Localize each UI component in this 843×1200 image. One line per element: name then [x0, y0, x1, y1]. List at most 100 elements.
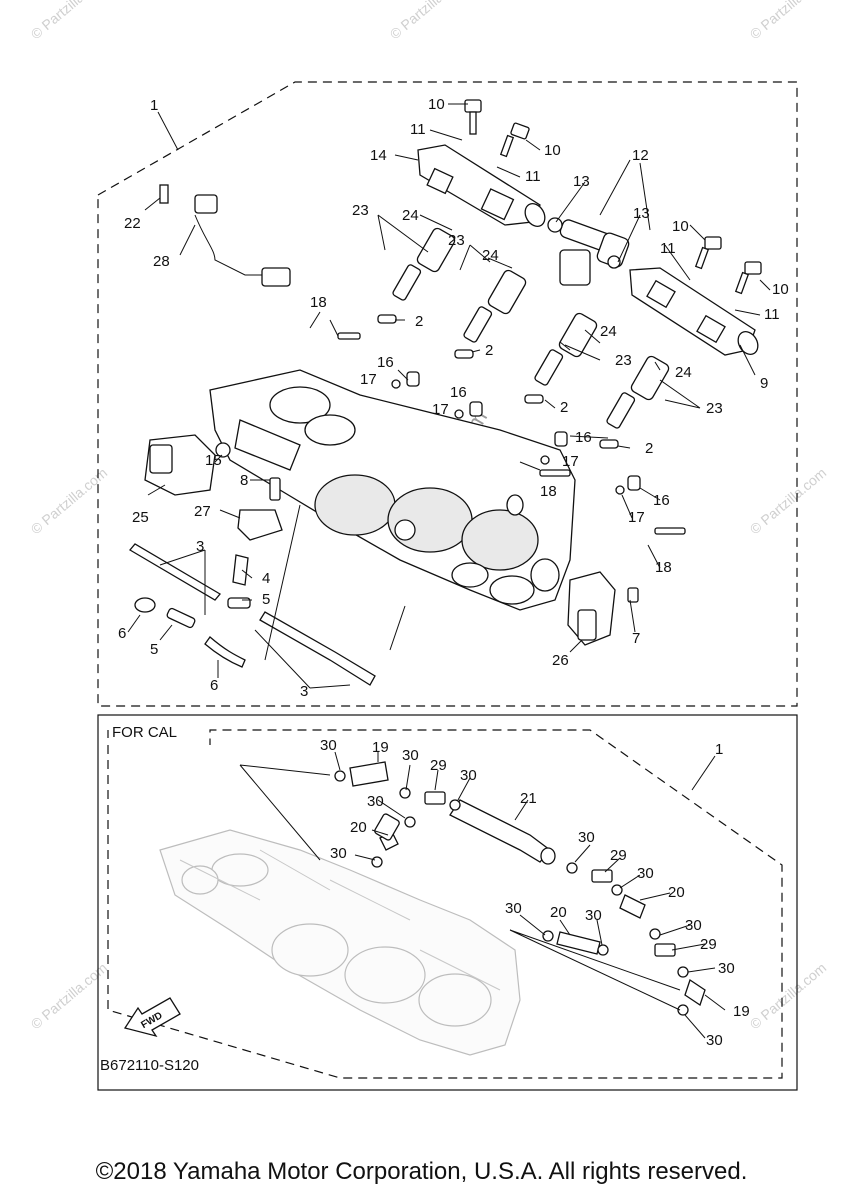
- callout-23: 23: [706, 400, 723, 417]
- throttle-body-ghost: [159, 829, 521, 1056]
- for-cal-label: FOR CAL: [112, 724, 177, 741]
- breather-hoses: [334, 761, 706, 1016]
- callout-30: 30: [578, 829, 595, 846]
- callout-27: 27: [194, 503, 211, 520]
- callout-2: 2: [485, 342, 493, 359]
- callout-19: 19: [733, 1003, 750, 1020]
- callout-9: 9: [760, 375, 768, 392]
- callout-20: 20: [350, 819, 367, 836]
- bolt: [734, 261, 762, 295]
- bolt: [694, 236, 722, 270]
- callout-24: 24: [482, 247, 499, 264]
- callout-10: 10: [772, 281, 789, 298]
- callout-30: 30: [330, 845, 347, 862]
- callout-2: 2: [645, 440, 653, 457]
- callout-10: 10: [428, 96, 445, 113]
- callout-5: 5: [150, 641, 158, 658]
- throttle-sensor-right: [567, 571, 616, 646]
- callout-30: 30: [367, 793, 384, 810]
- callout-3: 3: [196, 538, 204, 555]
- callout-30: 30: [320, 737, 337, 754]
- callout-4: 4: [262, 570, 270, 587]
- callout-10: 10: [672, 218, 689, 235]
- callout-17: 17: [432, 401, 449, 418]
- fwd-arrow-icon: FWD: [123, 997, 181, 1038]
- callout-2: 2: [415, 313, 423, 330]
- watermark-text: © Partzilla.com: [747, 959, 830, 1032]
- callout-24: 24: [675, 364, 692, 381]
- bolt: [499, 122, 530, 158]
- callout-1: 1: [150, 97, 158, 114]
- callout-25: 25: [132, 509, 149, 526]
- wire-harness: [194, 194, 291, 287]
- callout-30: 30: [460, 767, 477, 784]
- callout-23: 23: [615, 352, 632, 369]
- callout-30: 30: [637, 865, 654, 882]
- watermark-text: © Partzilla.com: [747, 0, 830, 42]
- callout-22: 22: [124, 215, 141, 232]
- callout-7: 7: [632, 630, 640, 647]
- callout-20: 20: [668, 884, 685, 901]
- throttle-body: [209, 369, 576, 611]
- callout-21: 21: [520, 790, 537, 807]
- callout-11: 11: [410, 121, 426, 138]
- callout-30: 30: [402, 747, 419, 764]
- watermark-text: © Partzilla.com: [747, 464, 830, 537]
- callout-1: 1: [715, 741, 723, 758]
- small-parts: [159, 184, 686, 603]
- callout-23: 23: [352, 202, 369, 219]
- callout-11: 11: [525, 168, 541, 185]
- callout-17: 17: [562, 453, 579, 470]
- callout-17: 17: [628, 509, 645, 526]
- callout-16: 16: [575, 429, 592, 446]
- bolt: [464, 99, 482, 135]
- callout-20: 20: [550, 904, 567, 921]
- callout-24: 24: [402, 207, 419, 224]
- callout-29: 29: [700, 936, 717, 953]
- callout-17: 17: [360, 371, 377, 388]
- callout-10: 10: [544, 142, 561, 159]
- injector: [606, 355, 670, 429]
- hose: [129, 543, 376, 686]
- callout-24: 24: [600, 323, 617, 340]
- assembly-boundary-lower: [107, 729, 783, 1079]
- callouts-upper: 1 2 2 2 2 3 3 4 5 5 6 6 7 8 9 10 10 10 1…: [118, 96, 789, 700]
- watermark-text: © Partzilla.com: [28, 0, 111, 42]
- callout-12: 12: [632, 147, 649, 164]
- callout-6: 6: [210, 677, 218, 694]
- callout-5: 5: [262, 591, 270, 608]
- callout-19: 19: [372, 739, 389, 756]
- leader-lines-upper: [127, 103, 771, 689]
- callout-18: 18: [540, 483, 557, 500]
- leader-lines-lower: [239, 751, 726, 1039]
- callout-23: 23: [448, 232, 465, 249]
- callout-30: 30: [718, 960, 735, 977]
- callout-15: 15: [205, 452, 222, 469]
- callout-8: 8: [240, 472, 248, 489]
- assembly-boundary-upper: [97, 81, 798, 707]
- callout-18: 18: [310, 294, 327, 311]
- callout-11: 11: [764, 306, 780, 323]
- fuel-rail-right: [629, 267, 759, 356]
- callout-29: 29: [610, 847, 627, 864]
- callout-30: 30: [706, 1032, 723, 1049]
- callouts-lower: 1 19 19 20 20 20 21 29 29 29 30 30 30 30…: [320, 737, 750, 1049]
- injector: [534, 312, 598, 386]
- map-sensor: [237, 509, 283, 541]
- callout-16: 16: [450, 384, 467, 401]
- callout-16: 16: [377, 354, 394, 371]
- watermark-text: © Partzilla.com: [387, 0, 470, 42]
- callout-11: 11: [660, 240, 676, 257]
- callout-3: 3: [300, 683, 308, 700]
- callout-14: 14: [370, 147, 387, 164]
- injector: [392, 227, 456, 301]
- callout-6: 6: [118, 625, 126, 642]
- callout-30: 30: [685, 917, 702, 934]
- callout-18: 18: [655, 559, 672, 576]
- injector: [463, 269, 527, 343]
- drawing-code: B672110-S120: [100, 1057, 199, 1074]
- for-cal-box: [97, 714, 798, 1091]
- callout-2: 2: [560, 399, 568, 416]
- callout-13: 13: [633, 205, 650, 222]
